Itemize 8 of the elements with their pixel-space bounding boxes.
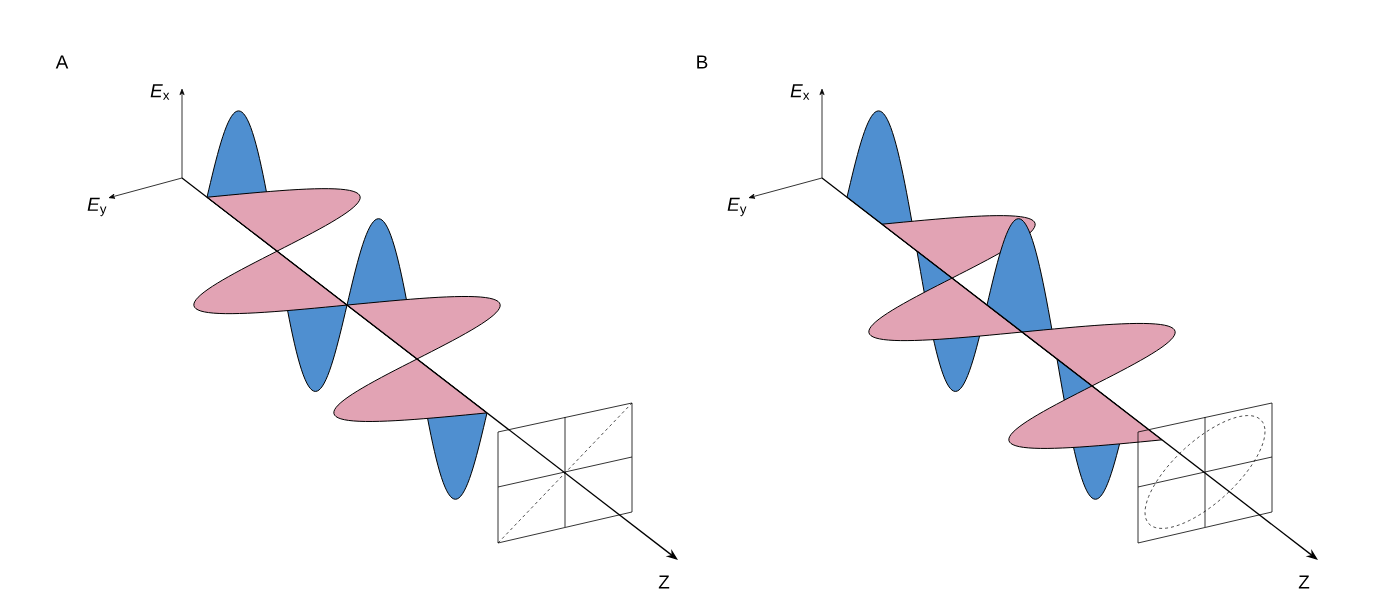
axis-label: E$_{y}$ — [727, 197, 747, 217]
axis-label: E$_{y}$ — [87, 197, 107, 217]
axis-label: E$_{x}$ — [790, 84, 810, 100]
axis-label: Z — [1298, 575, 1310, 589]
panel-label: B — [697, 55, 708, 69]
axis-label: E$_{x}$ — [150, 84, 170, 100]
axis-label: Z — [658, 575, 670, 589]
panel-label: A — [55, 55, 69, 69]
